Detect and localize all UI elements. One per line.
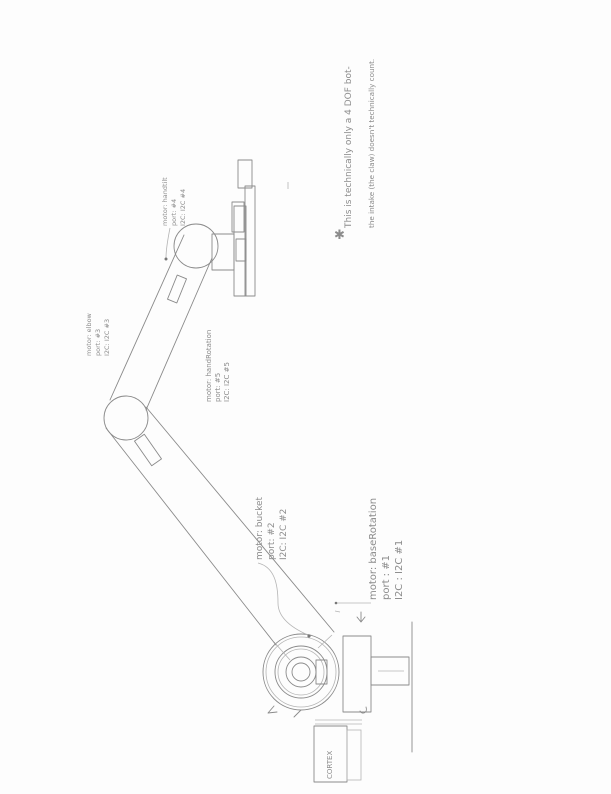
svg-text:port: #4: port: #4 [170, 199, 178, 226]
svg-text:I2C: I2C #2: I2C: I2C #2 [279, 509, 289, 560]
label-hand-tilt: motor: handtilt port: #4 I2C: I2C #4 [161, 177, 187, 226]
base-rotation-joint [263, 634, 339, 710]
svg-text:port: #5: port: #5 [214, 373, 222, 402]
svg-text:motor: bucket: motor: bucket [255, 496, 265, 560]
leader-lines [165, 228, 372, 638]
label-bucket: motor: bucket port: #2 I2C: I2C #2 [255, 496, 289, 560]
svg-text:motor: elbow: motor: elbow [85, 312, 93, 356]
note-line-2: the intake (the claw) doesn't technicall… [367, 59, 376, 228]
label-base-rotation: motor: baseRotation port : #1 I2C : I2C … [368, 498, 405, 600]
label-hand-rotation: motor: handRotation port: #5 I2C: I2C #5 [205, 330, 231, 402]
svg-text:port : #1: port : #1 [381, 555, 392, 600]
upper-arm [110, 235, 212, 410]
asterisk-mark: ✱ [334, 228, 345, 243]
svg-text:port: #2: port: #2 [267, 522, 277, 560]
svg-text:motor: handtilt: motor: handtilt [161, 177, 169, 226]
svg-text:motor: baseRotation: motor: baseRotation [368, 498, 379, 600]
svg-text:motor: handRotation: motor: handRotation [205, 330, 213, 402]
svg-text:port: #3: port: #3 [94, 329, 102, 356]
svg-text:I2C: I2C #5: I2C: I2C #5 [223, 362, 231, 402]
cortex-box: CORTEX [314, 726, 361, 782]
wrist-joint [174, 160, 288, 296]
base-structure [315, 622, 412, 752]
elbow-joint [104, 396, 162, 466]
svg-text:I2C : I2C #1: I2C : I2C #1 [394, 540, 405, 600]
label-elbow: motor: elbow port: #3 I2C: I2C #3 [85, 312, 111, 356]
svg-text:I2C: I2C #4: I2C: I2C #4 [179, 189, 187, 226]
lower-arm [106, 407, 334, 645]
dof-note: ✱ This is technically only a 4 DOF bot- … [334, 59, 376, 243]
svg-text:I2C: I2C #3: I2C: I2C #3 [103, 319, 111, 356]
annotation-arrows [268, 611, 366, 717]
cortex-label: CORTEX [326, 751, 334, 779]
note-line-1: This is technically only a 4 DOF bot- [344, 66, 354, 229]
